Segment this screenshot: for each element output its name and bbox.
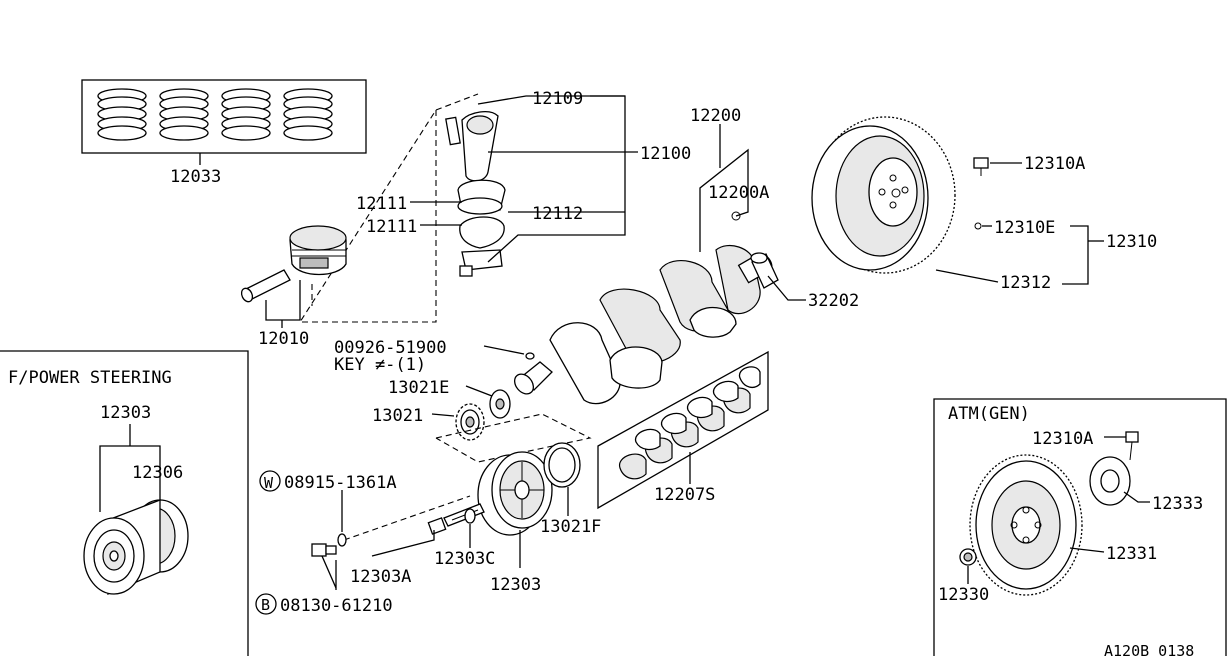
piston-pin-icon xyxy=(240,269,291,303)
atm-part-label-12330: 12330 xyxy=(938,585,989,605)
part-label-12111-upper: 12111 xyxy=(356,194,407,214)
crank-pulley-icon xyxy=(477,451,553,536)
part-label-08130-61210: 08130-61210 xyxy=(280,596,393,616)
part-label-12033: 12033 xyxy=(170,167,221,187)
flywheel-icon xyxy=(811,116,956,274)
part-label-12200: 12200 xyxy=(690,106,741,126)
atm-part-label-12331: 12331 xyxy=(1106,544,1157,564)
piston-icon xyxy=(289,225,347,276)
part-label-12207S: 12207S xyxy=(654,485,715,505)
piston-ring-set-icon xyxy=(81,79,367,154)
ps-part-label-12306: 12306 xyxy=(132,463,183,483)
part-label-12100: 12100 xyxy=(640,144,691,164)
part-label-12200A: 12200A xyxy=(708,183,769,203)
spacer-icon xyxy=(489,389,511,419)
pulley-bolt-icon xyxy=(427,503,485,535)
part-label-12303: 12303 xyxy=(490,575,541,595)
sprocket-icon xyxy=(455,403,485,441)
flywheel-bolt-icon xyxy=(973,157,989,176)
atm-part-label-12333: 12333 xyxy=(1152,494,1203,514)
bolt-symbol: B xyxy=(261,596,270,614)
figure-code: A120B 0138 xyxy=(1104,642,1194,660)
part-label-12312: 12312 xyxy=(1000,273,1051,293)
drive-plate-icon xyxy=(969,454,1083,596)
part-label-12010: 12010 xyxy=(258,329,309,349)
atm-bolt-icon xyxy=(1125,431,1139,461)
power-steering-panel: F/POWER STEERING 12303 12306 xyxy=(0,350,249,656)
oil-seal-icon xyxy=(543,442,581,488)
part-label-12112: 12112 xyxy=(532,204,583,224)
part-label-12303A: 12303A xyxy=(350,567,411,587)
connecting-rod-icon xyxy=(298,93,506,323)
panel-title-power-steering: F/POWER STEERING xyxy=(8,368,172,388)
reinforcement-plate-icon xyxy=(1089,456,1131,506)
ps-part-label-12303: 12303 xyxy=(100,403,151,423)
ps-pulley-icon xyxy=(83,499,189,595)
bolt-icon xyxy=(311,543,337,557)
part-label-13021: 13021 xyxy=(372,406,423,426)
part-label-12303C: 12303C xyxy=(434,549,495,569)
part-label-key-code: 00926-51900 xyxy=(334,338,447,358)
atm-spacer-icon xyxy=(959,548,977,566)
part-label-13021F: 13021F xyxy=(540,517,601,537)
atm-part-label-12310A: 12310A xyxy=(1032,429,1093,449)
part-label-32202: 32202 xyxy=(808,291,859,311)
washer-symbol: W xyxy=(264,474,274,492)
part-label-12310: 12310 xyxy=(1106,232,1157,252)
part-label-key: KEY ≠-(1) xyxy=(334,355,426,375)
part-label-08915-1361A: 08915-1361A xyxy=(284,473,397,493)
pulley-washer-icon xyxy=(464,508,476,524)
part-label-12310E: 12310E xyxy=(994,218,1055,238)
bearing-set-icon xyxy=(597,350,769,510)
part-label-12109: 12109 xyxy=(532,89,583,109)
panel-title-atm: ATM(GEN) xyxy=(948,404,1030,424)
crankshaft-icon xyxy=(513,245,773,405)
washer-icon xyxy=(337,533,347,547)
woodruff-key-icon xyxy=(525,352,535,360)
part-label-13021E: 13021E xyxy=(388,378,449,398)
part-label-12310A: 12310A xyxy=(1024,154,1085,174)
part-label-12111-lower: 12111 xyxy=(366,217,417,237)
atm-panel: ATM(GEN) 12310A 12333 12331 xyxy=(933,398,1227,656)
